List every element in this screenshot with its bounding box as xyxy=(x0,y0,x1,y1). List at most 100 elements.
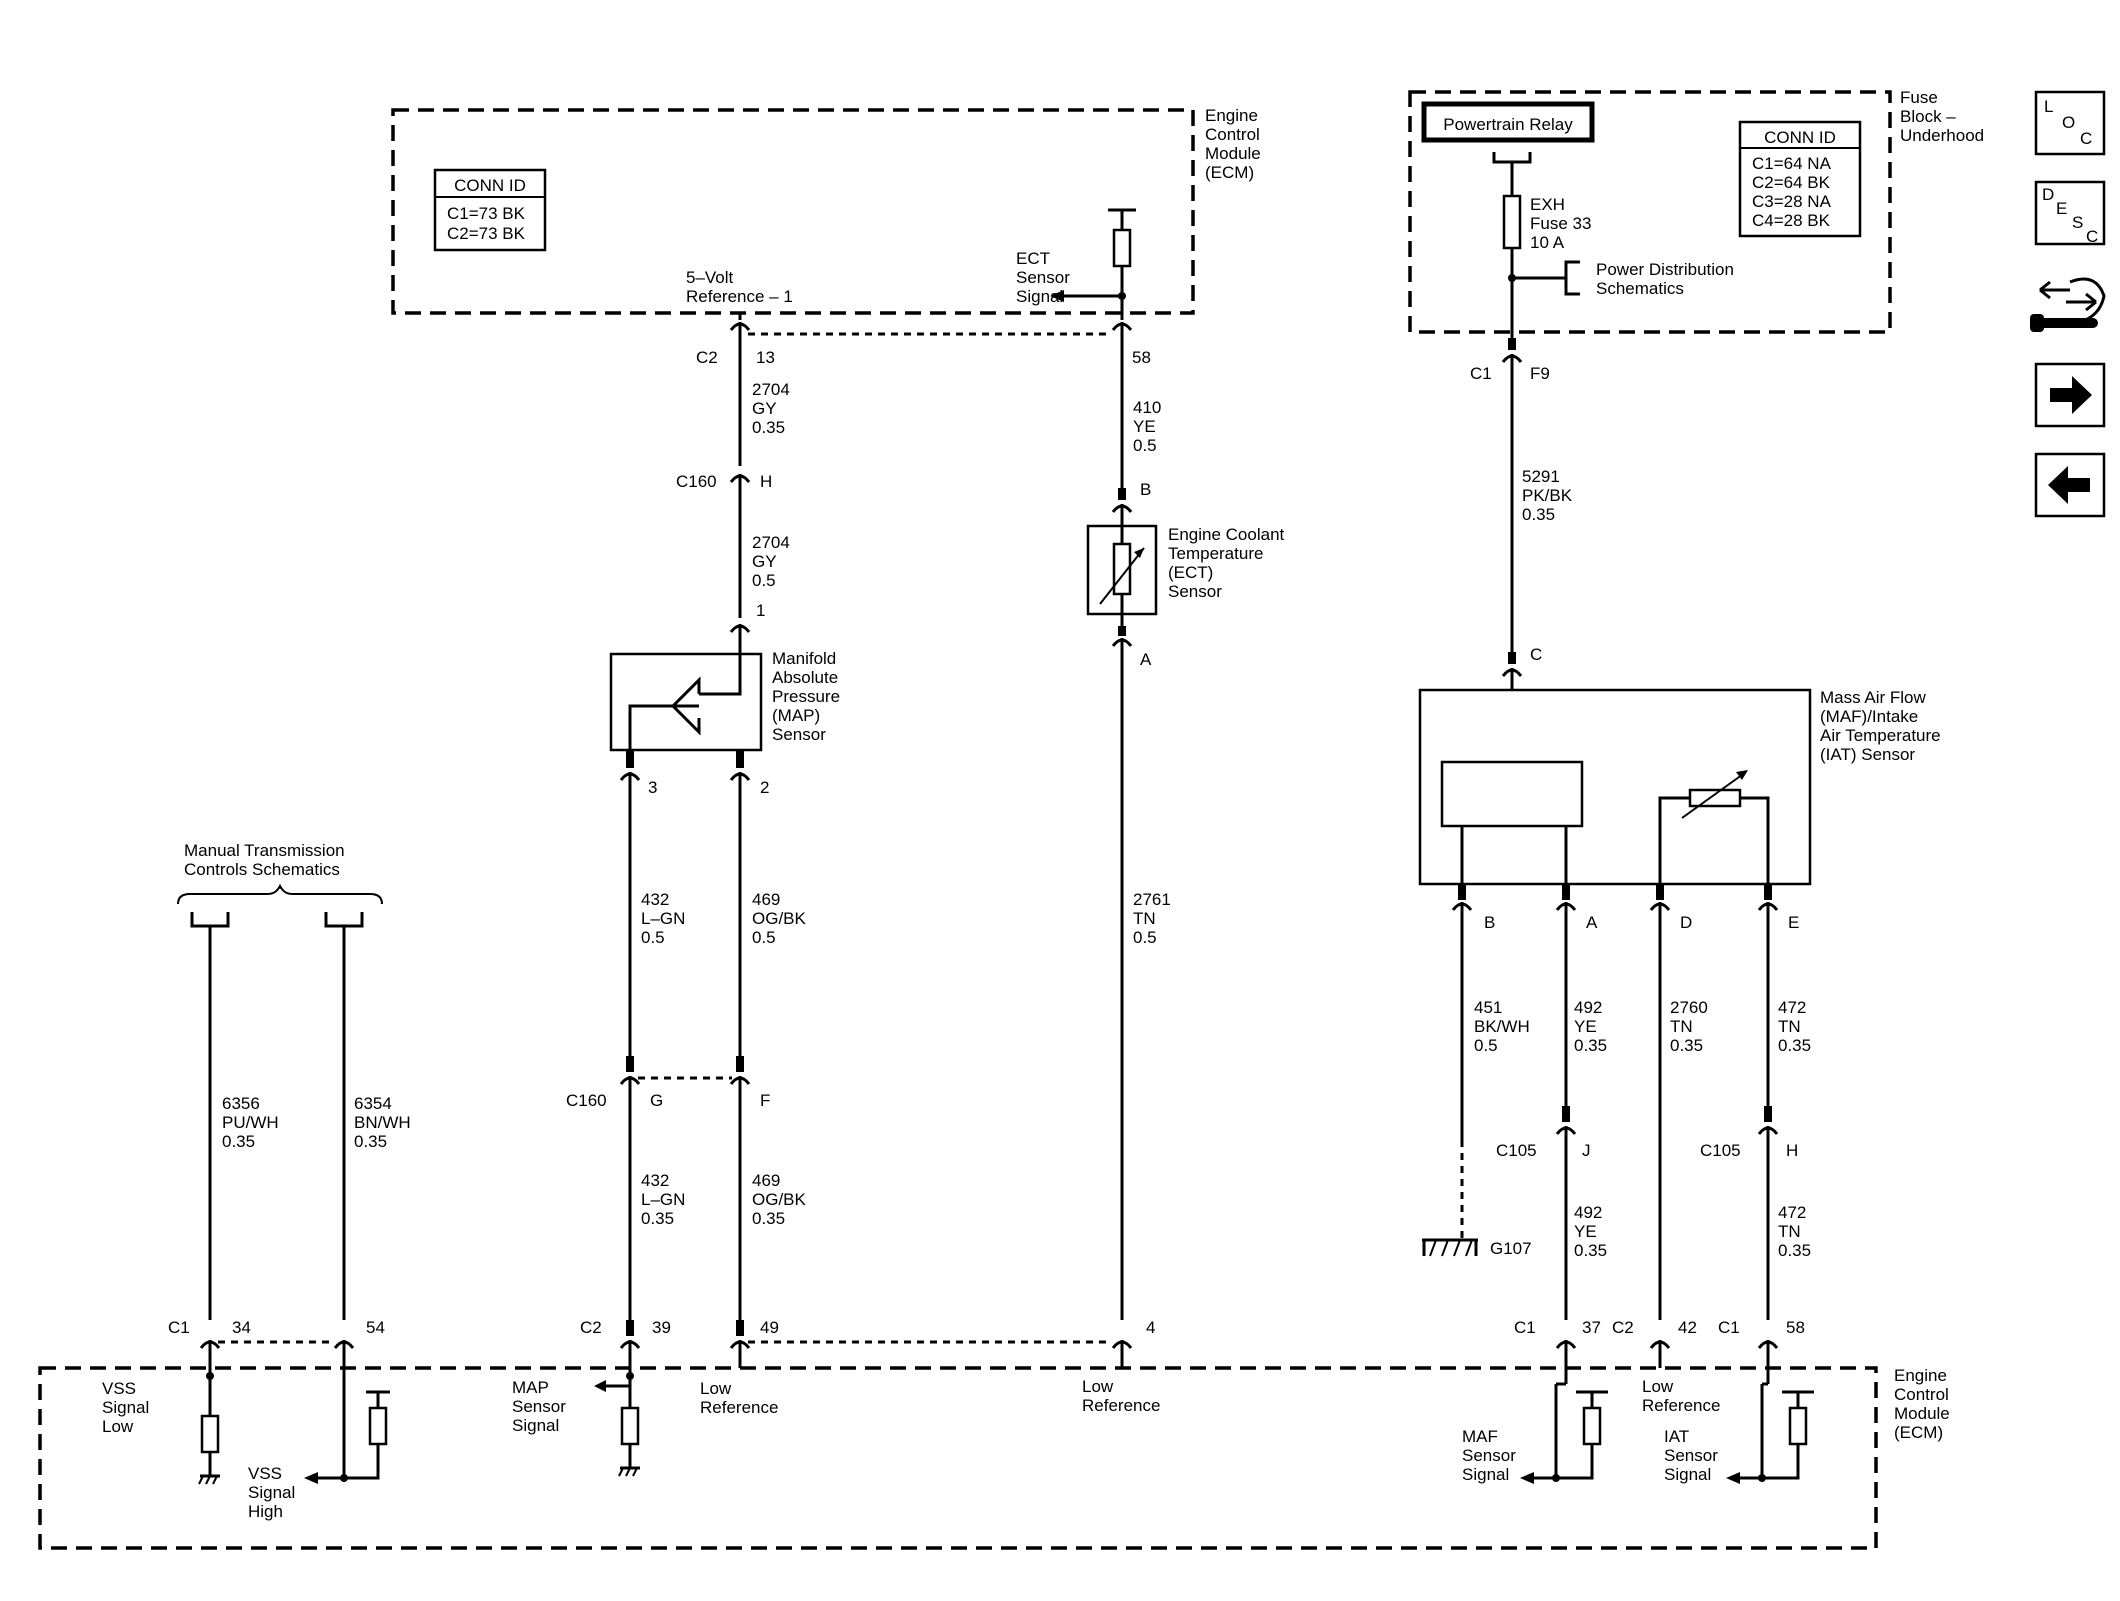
maf-iat-sensor: Mass Air Flow (MAF)/Intake Air Temperatu… xyxy=(1418,688,1941,886)
pin-c-label: C xyxy=(1530,645,1542,664)
next-page-button[interactable] xyxy=(2034,362,2106,428)
ground-g107: G107 xyxy=(1422,1238,1532,1258)
map-sensor-label: Manifold Absolute Pressure (MAP) Sensor xyxy=(772,649,840,744)
svg-text:Pressure: Pressure xyxy=(772,687,840,706)
svg-text:432: 432 xyxy=(641,1171,669,1190)
maf-pin-d-label: D xyxy=(1680,913,1692,932)
wire-label-2761-tn-05: 2761 TN 0.5 xyxy=(1133,890,1171,947)
connector-c2-39: C2 39 xyxy=(580,1318,671,1337)
svg-text:PK/BK: PK/BK xyxy=(1522,486,1573,505)
iat-signal-circuit: E 472 TN 0.35 C105 H 472 TN 0.35 C1 58 xyxy=(1700,884,1811,1386)
previous-page-button[interactable] xyxy=(2034,452,2106,518)
iat-sensor-signal-label: IAT Sensor Signal xyxy=(1664,1427,1718,1484)
svg-text:C1=64 NA: C1=64 NA xyxy=(1752,154,1832,173)
svg-text:432: 432 xyxy=(641,890,669,909)
svg-text:Low: Low xyxy=(102,1417,134,1436)
svg-text:G: G xyxy=(650,1091,663,1110)
svg-text:0.35: 0.35 xyxy=(1522,505,1555,524)
wire-label-432-lgn-05: 432 L–GN 0.5 xyxy=(641,890,685,947)
svg-text:2760: 2760 xyxy=(1670,998,1708,1017)
svg-text:0.35: 0.35 xyxy=(752,1209,785,1228)
loc-letter-l: L xyxy=(2044,97,2053,116)
svg-text:F9: F9 xyxy=(1530,364,1550,383)
wire-label-492-ye-035-b: 492 YE 0.35 xyxy=(1574,1203,1607,1260)
maf-sensor-label: Mass Air Flow (MAF)/Intake Air Temperatu… xyxy=(1820,688,1941,764)
svg-text:13: 13 xyxy=(756,348,775,367)
pin-a-label: A xyxy=(1140,650,1152,669)
svg-text:GY: GY xyxy=(752,399,777,418)
powertrain-relay: Powertrain Relay xyxy=(1421,101,1595,164)
svg-text:Signal: Signal xyxy=(1462,1465,1509,1484)
svg-text:0.35: 0.35 xyxy=(752,418,785,437)
ecm-iat-signal-input: IAT Sensor Signal xyxy=(1664,1384,1814,1484)
svg-text:Signal: Signal xyxy=(102,1398,149,1417)
svg-text:C1: C1 xyxy=(1718,1318,1740,1337)
svg-text:YE: YE xyxy=(1133,417,1156,436)
connector-view-button[interactable] xyxy=(2030,277,2106,332)
svg-text:472: 472 xyxy=(1778,1203,1806,1222)
vss-signal-high-label: VSS Signal High xyxy=(248,1464,295,1521)
pin-58-label: 58 xyxy=(1132,348,1151,367)
svg-text:Engine Coolant: Engine Coolant xyxy=(1168,525,1285,544)
svg-text:Underhood: Underhood xyxy=(1900,126,1984,145)
svg-text:34: 34 xyxy=(232,1318,251,1337)
svg-text:5291: 5291 xyxy=(1522,467,1560,486)
five-volt-reference-circuit: C2 13 2704 GY 0.35 C160 H 2704 GY 0.5 1 xyxy=(676,313,1112,654)
svg-text:PU/WH: PU/WH xyxy=(222,1113,279,1132)
svg-text:Signal: Signal xyxy=(1664,1465,1711,1484)
wire-label-410-ye-05: 410 YE 0.5 xyxy=(1133,398,1161,455)
ecm-maf-signal-input: MAF Sensor Signal xyxy=(1462,1384,1608,1484)
svg-text:J: J xyxy=(1582,1141,1591,1160)
svg-text:472: 472 xyxy=(1778,998,1806,1017)
svg-text:410: 410 xyxy=(1133,398,1161,417)
svg-text:469: 469 xyxy=(752,890,780,909)
svg-text:0.35: 0.35 xyxy=(1574,1241,1607,1260)
description-view-button[interactable]: D E S C xyxy=(2034,180,2106,246)
ecm-top-module: Engine Control Module (ECM) CONN ID C1=7… xyxy=(391,106,1261,315)
arrow-right-icon xyxy=(2050,376,2092,414)
svg-text:CONN ID: CONN ID xyxy=(454,176,526,195)
svg-text:C1: C1 xyxy=(168,1318,190,1337)
desc-letter-s: S xyxy=(2072,213,2083,232)
ecm-bottom-name: Engine Control Module (ECM) xyxy=(1894,1366,1950,1442)
svg-text:58: 58 xyxy=(1786,1318,1805,1337)
location-view-button[interactable]: L O C xyxy=(2034,90,2106,156)
svg-text:C105: C105 xyxy=(1496,1141,1537,1160)
svg-text:Low: Low xyxy=(700,1379,732,1398)
svg-text:YE: YE xyxy=(1574,1222,1597,1241)
loc-letter-c: C xyxy=(2080,129,2092,148)
svg-text:0.35: 0.35 xyxy=(1574,1036,1607,1055)
maf-ground-circuit: B 451 BK/WH 0.5 G107 xyxy=(1422,884,1532,1258)
maf-signal-circuit: A 492 YE 0.35 C105 J 492 YE 0.35 C1 37 xyxy=(1496,884,1607,1386)
svg-text:451: 451 xyxy=(1474,998,1502,1017)
maf-pin-a-label: A xyxy=(1586,913,1598,932)
svg-text:C160: C160 xyxy=(676,472,717,491)
ecm-vss-high-input: VSS Signal High xyxy=(248,1390,390,1521)
pin-49-label: 49 xyxy=(760,1318,779,1337)
desc-letter-e: E xyxy=(2056,199,2067,218)
svg-text:OG/BK: OG/BK xyxy=(752,1190,807,1209)
svg-text:MAP: MAP xyxy=(512,1378,549,1397)
svg-text:Fuse 33: Fuse 33 xyxy=(1530,214,1591,233)
svg-text:(MAF)/Intake: (MAF)/Intake xyxy=(1820,707,1918,726)
low-reference-label-3: Low Reference xyxy=(1642,1377,1720,1415)
svg-text:Reference – 1: Reference – 1 xyxy=(686,287,793,306)
svg-text:10 A: 10 A xyxy=(1530,233,1565,252)
svg-text:Engine: Engine xyxy=(1205,106,1258,125)
svg-text:0.35: 0.35 xyxy=(1778,1036,1811,1055)
loc-letter-o: O xyxy=(2062,113,2075,132)
svg-text:YE: YE xyxy=(1574,1017,1597,1036)
manual-transmission-label: Manual Transmission Controls Schematics xyxy=(184,841,345,879)
svg-text:0.5: 0.5 xyxy=(1133,928,1157,947)
svg-text:Block –: Block – xyxy=(1900,107,1956,126)
svg-text:C105: C105 xyxy=(1700,1141,1741,1160)
svg-text:Sensor: Sensor xyxy=(772,725,826,744)
desc-letter-c: C xyxy=(2086,227,2098,246)
low-reference-label-1: Low Reference xyxy=(700,1379,778,1417)
svg-text:C2: C2 xyxy=(696,348,718,367)
svg-text:(ECT): (ECT) xyxy=(1168,563,1213,582)
svg-text:(ECM): (ECM) xyxy=(1205,163,1254,182)
svg-text:C2=64 BK: C2=64 BK xyxy=(1752,173,1831,192)
svg-text:492: 492 xyxy=(1574,998,1602,1017)
svg-text:0.5: 0.5 xyxy=(752,571,776,590)
